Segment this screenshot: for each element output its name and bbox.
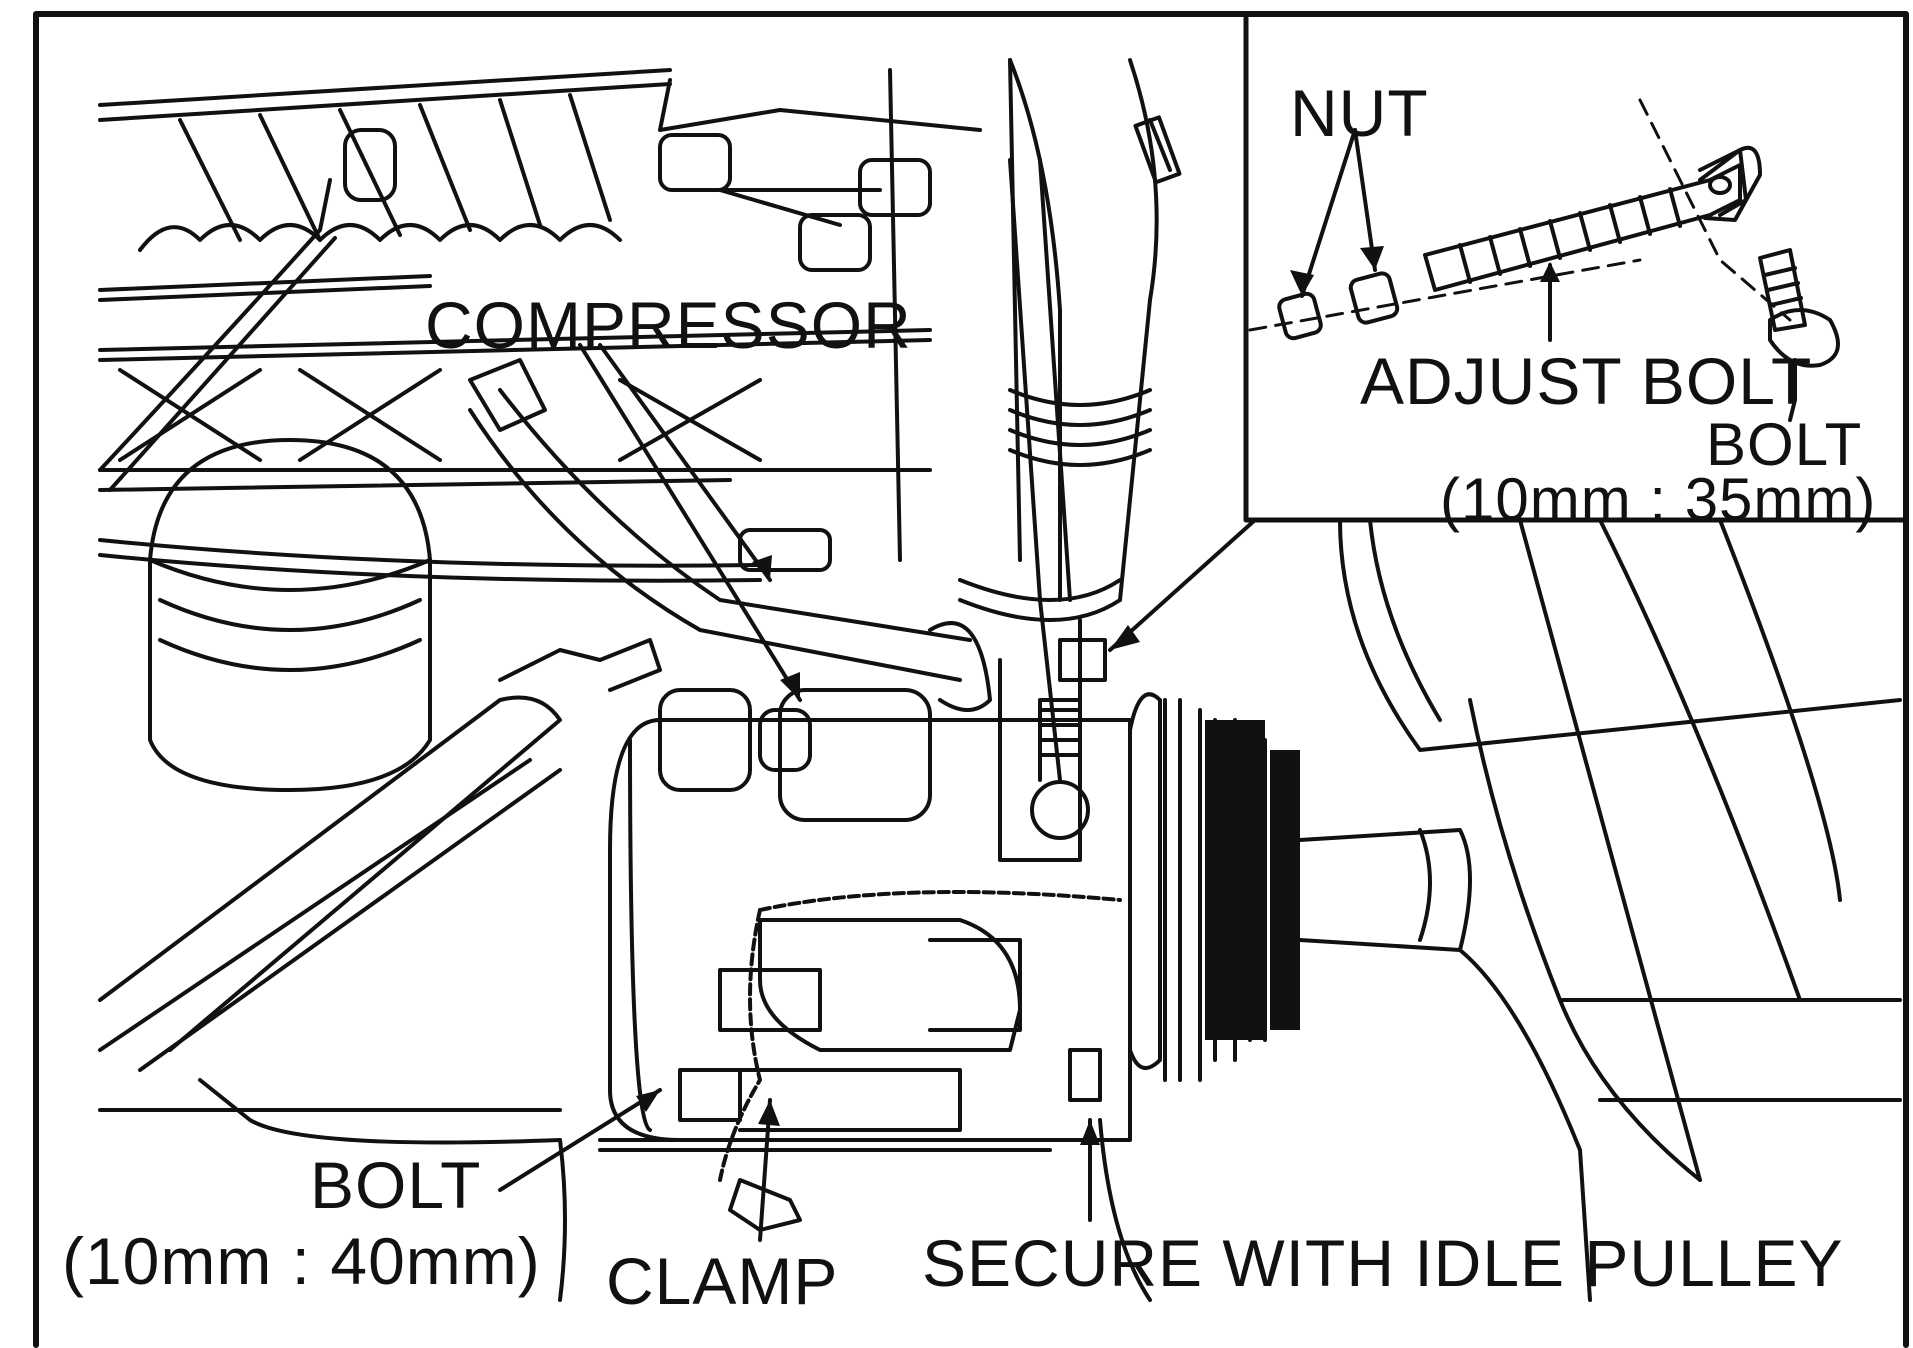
nut-1 (1277, 291, 1323, 341)
label-bolt-bottom: BOLT (310, 1148, 482, 1222)
label-compressor: COMPRESSOR (425, 288, 912, 362)
nut-leader-2 (1353, 128, 1377, 272)
nut-leader-1 (1300, 128, 1357, 298)
label-nut: NUT (1290, 76, 1429, 150)
label-adjust-bolt: ADJUST BOLT (1360, 344, 1813, 418)
label-bolt-top-spec: (10mm : 35mm) (1440, 466, 1877, 533)
nut-2 (1348, 271, 1400, 325)
label-bolt-top: BOLT (1706, 411, 1863, 478)
label-bolt-bottom-spec: (10mm : 40mm) (62, 1224, 541, 1298)
label-secure-with-idle-pulley: SECURE WITH IDLE PULLEY (922, 1226, 1844, 1300)
frame (33, 11, 1909, 1348)
label-clamp: CLAMP (606, 1244, 839, 1318)
pulley (1128, 692, 1162, 1070)
inset-frame (1243, 15, 1909, 523)
